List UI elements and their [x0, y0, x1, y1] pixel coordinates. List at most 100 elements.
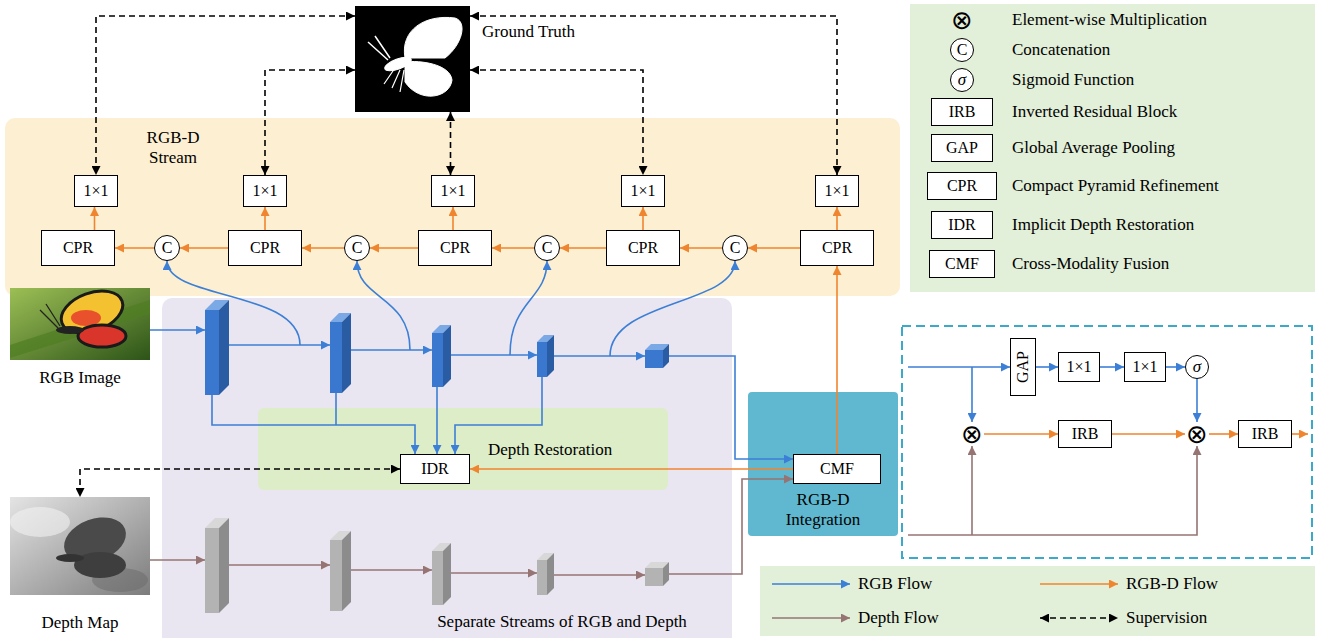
depth-encoder-part [547, 553, 554, 595]
legend-row: RGB-D Flow [1126, 573, 1218, 595]
node-label: ⊗ [1186, 424, 1208, 444]
node-label: CPR [822, 238, 852, 258]
depth-restoration-band: Depth RestorationIDR [258, 408, 668, 490]
legend-text: Cross-Modality Fusion [1012, 253, 1169, 275]
symbol-holder: σ [950, 68, 974, 92]
rgbd-integration-box: RGB-D IntegrationCMF [748, 392, 898, 536]
supervision-arrow [96, 16, 355, 175]
legend-panels-part [910, 4, 1315, 292]
rgb-image: RGB Image [10, 288, 150, 388]
rgb-flow-lines-part [212, 395, 415, 454]
depth-encoder-part [219, 518, 229, 613]
symbol-holder: CPR [927, 172, 997, 200]
rgb-flow-lines-part [150, 329, 205, 331]
node-label: 1×1 [440, 181, 465, 201]
rgb-flow-lines [150, 261, 793, 459]
node-label: C [730, 238, 741, 258]
flow-arrow [1166, 366, 1185, 368]
irb-box: IRB [1238, 420, 1292, 448]
legend-row: Global Average Pooling [1012, 137, 1175, 159]
ground-truth-picture-part [368, 17, 462, 96]
node-label: CPR [440, 238, 470, 258]
irb-box: IRB [1058, 420, 1112, 448]
symbol-holder: GAP [931, 134, 993, 162]
concat-circle: C [722, 235, 748, 261]
depth-flow-lines-part [451, 572, 537, 574]
flow-arrow [836, 207, 838, 230]
rgb-encoder-part [443, 325, 451, 387]
flow-arrow [302, 247, 344, 249]
supervision-arrow [470, 70, 643, 175]
legend-row: Sigmoid Function [1012, 69, 1134, 91]
legend-row: Implicit Depth Restoration [1012, 214, 1194, 236]
flow-arrow [1196, 379, 1198, 422]
rgb-picture-part [78, 325, 126, 347]
rgb-encoder-part [342, 313, 351, 393]
rgb-flow-lines-part [554, 355, 645, 357]
depth-flow-lines-part [554, 574, 645, 576]
idr-box: IDR [400, 454, 470, 484]
node-label: RGB Image [39, 368, 121, 388]
depth-encoder-part [443, 543, 451, 605]
flow-legend-samples-part [1040, 617, 1118, 619]
depth-map: Depth Map [10, 497, 150, 633]
node-label: C [542, 238, 553, 258]
legend-text: Inverted Residual Block [1012, 101, 1177, 123]
legend-symbol: σ [950, 68, 974, 92]
depth-flow-lines-part [351, 569, 432, 571]
legend-row: Supervision [1126, 607, 1207, 629]
legend-text: Sigmoid Function [1012, 69, 1134, 91]
node-label: σ [1193, 357, 1201, 377]
ground-truth-picture-part-part [404, 17, 462, 58]
node-label: IRB [1072, 424, 1099, 444]
depth-picture [10, 497, 150, 595]
supervision-arrow [450, 112, 452, 175]
depth-encoder-part [342, 531, 351, 611]
legend-symbol: CPR [927, 172, 997, 200]
node-label: GAP [1013, 351, 1033, 383]
ground-truth-picture-part [355, 6, 470, 112]
depth-picture-part [10, 497, 150, 595]
cmf-detail-lines-part [1292, 433, 1308, 435]
node-label: 1×1 [824, 181, 849, 201]
rgb-encoder-part [537, 342, 547, 377]
concat-circle: C [154, 235, 180, 261]
depth-picture-part [10, 507, 70, 537]
flow-arrow [642, 207, 644, 230]
flow-arrow [94, 207, 96, 230]
legend-panels-part [902, 326, 1312, 558]
flow-arrow [1036, 366, 1058, 368]
rgb-flow-lines-part [357, 261, 410, 350]
depth-picture-part [56, 554, 84, 562]
depth-flow-lines-part [229, 564, 330, 566]
flow-arrow [1112, 433, 1185, 435]
cpr-box: CPR [228, 230, 302, 266]
flow-arrow [1100, 366, 1124, 368]
symbol-holder: IRB [931, 98, 993, 126]
cmf-detail-lines-part [908, 366, 1010, 368]
rgb-flow-lines-part [229, 344, 330, 346]
node-label: RGB-D Stream [133, 128, 213, 168]
concat-circle: C [344, 235, 370, 261]
flow-arrow [470, 468, 793, 470]
flow-arrow [264, 207, 266, 230]
rgb-picture-part [40, 304, 60, 328]
conv-1x1-box: 1×1 [243, 175, 287, 207]
multiply-symbol: ⊗ [1185, 422, 1209, 446]
flow-legend-samples-part [772, 583, 850, 585]
legend-symbol: IRB [931, 98, 993, 126]
ground-truth-picture-part-part [405, 62, 452, 97]
flow-arrow [984, 433, 1058, 435]
node-label: 1×1 [630, 181, 655, 201]
node-label: 1×1 [83, 181, 108, 201]
legend-panels-part [760, 566, 1315, 636]
rgb-flow-lines-part [610, 261, 735, 356]
symbol-holder: ⊗ [947, 5, 977, 35]
legend-symbol: GAP [931, 134, 993, 162]
cmf-detail-lines-part [971, 367, 973, 422]
rgb-encoder [205, 300, 669, 395]
ground-truth-picture-part-part [383, 55, 413, 74]
cmf-detail-lines-part [908, 446, 1197, 535]
rgb-flow-lines-part [335, 393, 337, 425]
node-label: IDR [421, 459, 449, 479]
